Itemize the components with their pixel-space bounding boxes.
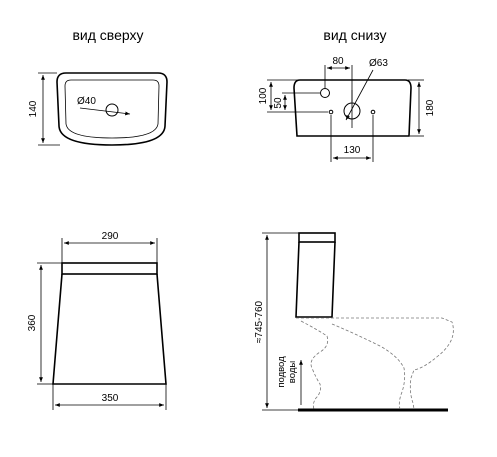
bottom-view-hole-label: Ø63 (369, 58, 388, 69)
bottom-view-title: вид снизу (323, 27, 386, 43)
top-view-title: вид сверху (72, 27, 143, 43)
bottom-view-offset-label: 80 (332, 56, 344, 67)
bottom-view-bolt-right (370, 109, 376, 115)
front-view: 290 360 350 (27, 231, 167, 410)
side-view-cistern-body (295, 241, 336, 318)
side-view: ≈745-760 подвод воды (254, 232, 454, 412)
front-view-lid (61, 262, 158, 275)
bottom-view-spacing-label: 130 (344, 145, 361, 156)
top-view-hole (105, 103, 119, 117)
side-view-water-supply-line2: воды (287, 361, 298, 384)
side-view-bowl-outline (296, 317, 454, 410)
top-view-depth-label: 140 (28, 100, 39, 117)
front-view-bottom-width-label: 350 (102, 393, 119, 404)
top-view-hole-label: Ø40 (77, 96, 96, 107)
top-view: Ø40 140 (28, 72, 168, 146)
bottom-view-diameter-leader (345, 69, 374, 121)
side-view-trap (331, 323, 406, 410)
bottom-view-bolt-left (328, 109, 334, 115)
bottom-view-height-right-label: 180 (425, 99, 436, 116)
top-view-diameter-leader (79, 107, 131, 116)
bottom-view: 80 Ø63 100 50 180 130 (258, 56, 436, 162)
front-view-body (52, 273, 167, 385)
side-view-cistern-lid (298, 232, 336, 243)
top-view-outline (56, 72, 168, 146)
bottom-view-height-outer-label: 100 (258, 87, 269, 104)
front-view-top-width-label: 290 (102, 231, 119, 242)
side-view-height-label: ≈745-760 (254, 300, 265, 343)
front-view-height-label: 360 (27, 314, 38, 331)
bottom-view-inlet-hole (320, 88, 330, 98)
side-view-bowl-inner (300, 320, 329, 410)
bottom-view-height-inner-label: 50 (273, 97, 284, 109)
side-view-water-supply-line1: подвод (276, 356, 287, 388)
bottom-view-outline (293, 79, 412, 137)
top-view-inner-outline (64, 79, 160, 139)
